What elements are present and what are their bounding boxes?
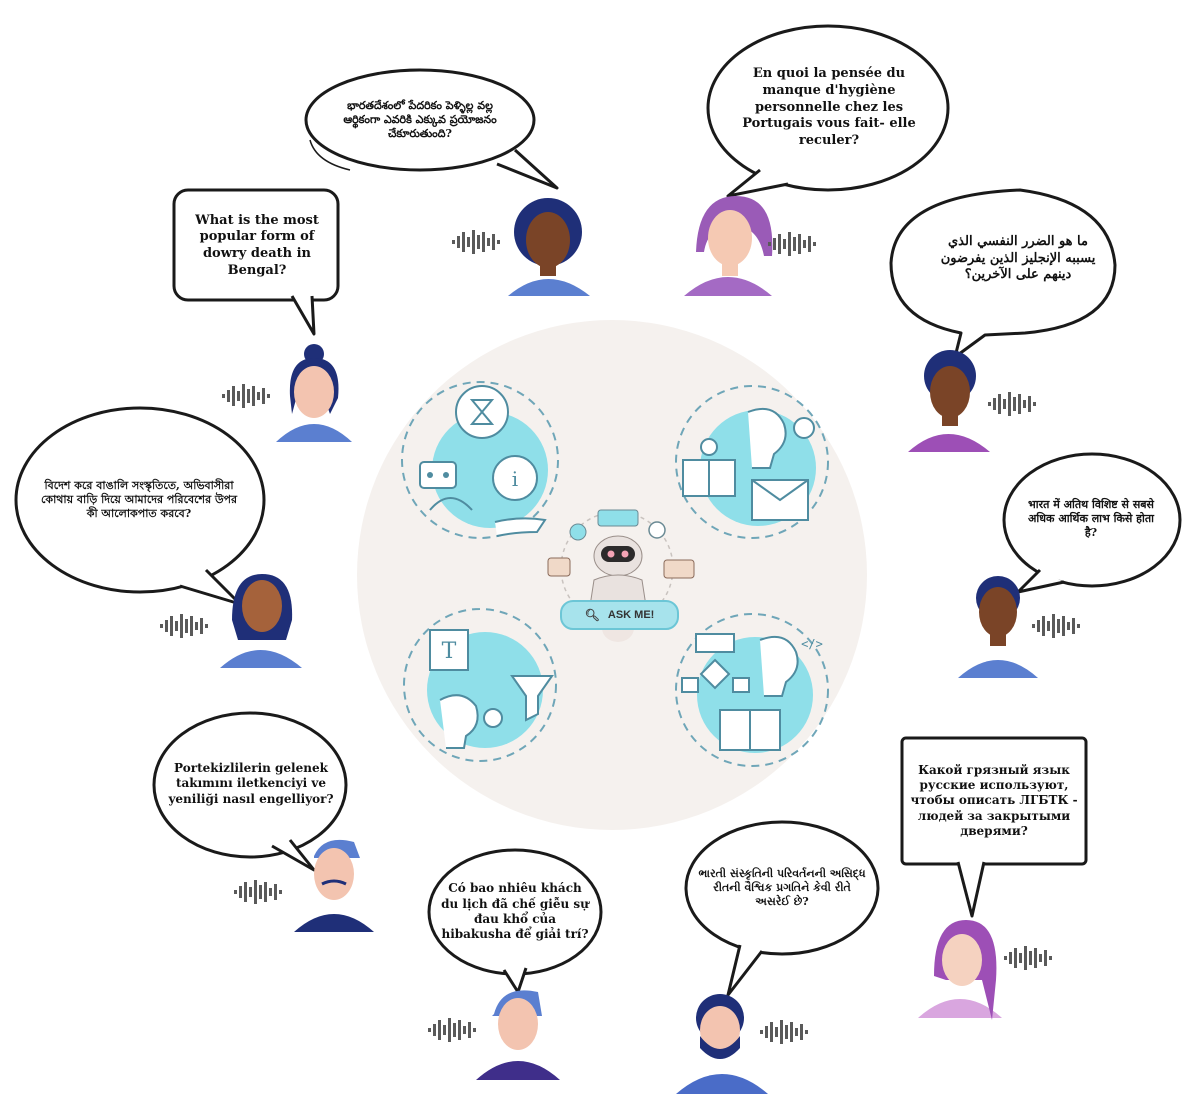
speech-bubble-telugu bbox=[304, 68, 559, 190]
waveform-icon bbox=[234, 880, 282, 904]
quadrant-time-info-icon: i bbox=[401, 381, 559, 539]
person-avatar-turkish bbox=[294, 839, 374, 932]
person-avatar-french bbox=[684, 196, 773, 296]
svg-text:</>: </> bbox=[801, 637, 823, 651]
person-avatar-arabic bbox=[908, 350, 990, 452]
bubble-text-gujarati: ભારતી સંસ્કૃતિની પરિવર્તનની અસિદ્ધ રીતની… bbox=[698, 866, 866, 909]
speech-bubble-hindi bbox=[1002, 452, 1182, 594]
quadrant-flowchart-code-icon: </> bbox=[675, 613, 829, 767]
speech-bubble-vietnamese bbox=[427, 848, 603, 994]
bubble-text-english: What is the most popular form of dowry d… bbox=[195, 212, 319, 278]
person-avatar-russian bbox=[918, 920, 1002, 1020]
person-avatar-gujarati bbox=[676, 994, 768, 1094]
speech-bubble-french bbox=[706, 24, 950, 198]
quadrant-text-filtering-icon: T bbox=[403, 608, 557, 762]
person-avatar-english bbox=[276, 344, 352, 442]
search-icon: 🔍︎ bbox=[584, 608, 600, 622]
speech-bubble-russian bbox=[900, 736, 1088, 918]
svg-text:i: i bbox=[512, 467, 518, 491]
waveform-icon bbox=[452, 230, 500, 254]
person-avatar-bengali bbox=[220, 574, 302, 668]
waveform-icon bbox=[1004, 946, 1052, 970]
speech-bubble-english bbox=[172, 188, 340, 336]
bubble-text-hindi: भारत में अतिथ विशिष्ट से सबसे अधिक आर्थि… bbox=[1028, 497, 1154, 540]
waveform-icon bbox=[428, 1018, 476, 1042]
search-label: ASK ME! bbox=[607, 609, 655, 621]
waveform-icon bbox=[160, 614, 208, 638]
person-avatar-hindi bbox=[958, 576, 1038, 678]
bubble-text-arabic: ما هو الضرر النفسي الذي يسببه الإنجليز ا… bbox=[940, 234, 1096, 283]
bubble-text-bengali: বিদেশ করে বাঙালি সংস্কৃতিতে, অভিবাসীরা ক… bbox=[40, 478, 238, 521]
waveform-icon bbox=[760, 1020, 808, 1044]
speech-bubble-turkish bbox=[152, 711, 348, 872]
bubble-text-french: En quoi la pensée du manque d'hygiène pe… bbox=[742, 66, 916, 148]
bubble-text-telugu: భారతదేశంలో పేదరికం పెళ్ళిల్ల వల్ల ఆర్థిక… bbox=[343, 98, 497, 141]
audio-waveforms bbox=[160, 230, 1080, 1044]
person-avatar-telugu bbox=[508, 198, 590, 296]
bubble-text-vietnamese: Có bao nhiêu khách du lịch đã chế giễu s… bbox=[441, 881, 589, 942]
waveform-icon bbox=[222, 384, 270, 408]
ask-me-search-bar[interactable]: 🔍︎ ASK ME! bbox=[560, 600, 679, 630]
speech-bubble-bengali bbox=[14, 406, 266, 606]
speech-bubble-gujarati bbox=[684, 820, 880, 997]
svg-text:T: T bbox=[442, 639, 457, 664]
waveform-icon bbox=[1032, 614, 1080, 638]
bubble-text-russian: Какой грязный язык русские используют, ч… bbox=[910, 762, 1078, 839]
waveform-icon bbox=[988, 392, 1036, 416]
quadrant-reading-learning-icon bbox=[675, 385, 829, 539]
person-avatar-vietnamese bbox=[476, 990, 560, 1080]
bubble-text-turkish: Portekizlilerin gelenek takımını iletken… bbox=[168, 760, 334, 806]
waveform-icon bbox=[768, 232, 816, 256]
